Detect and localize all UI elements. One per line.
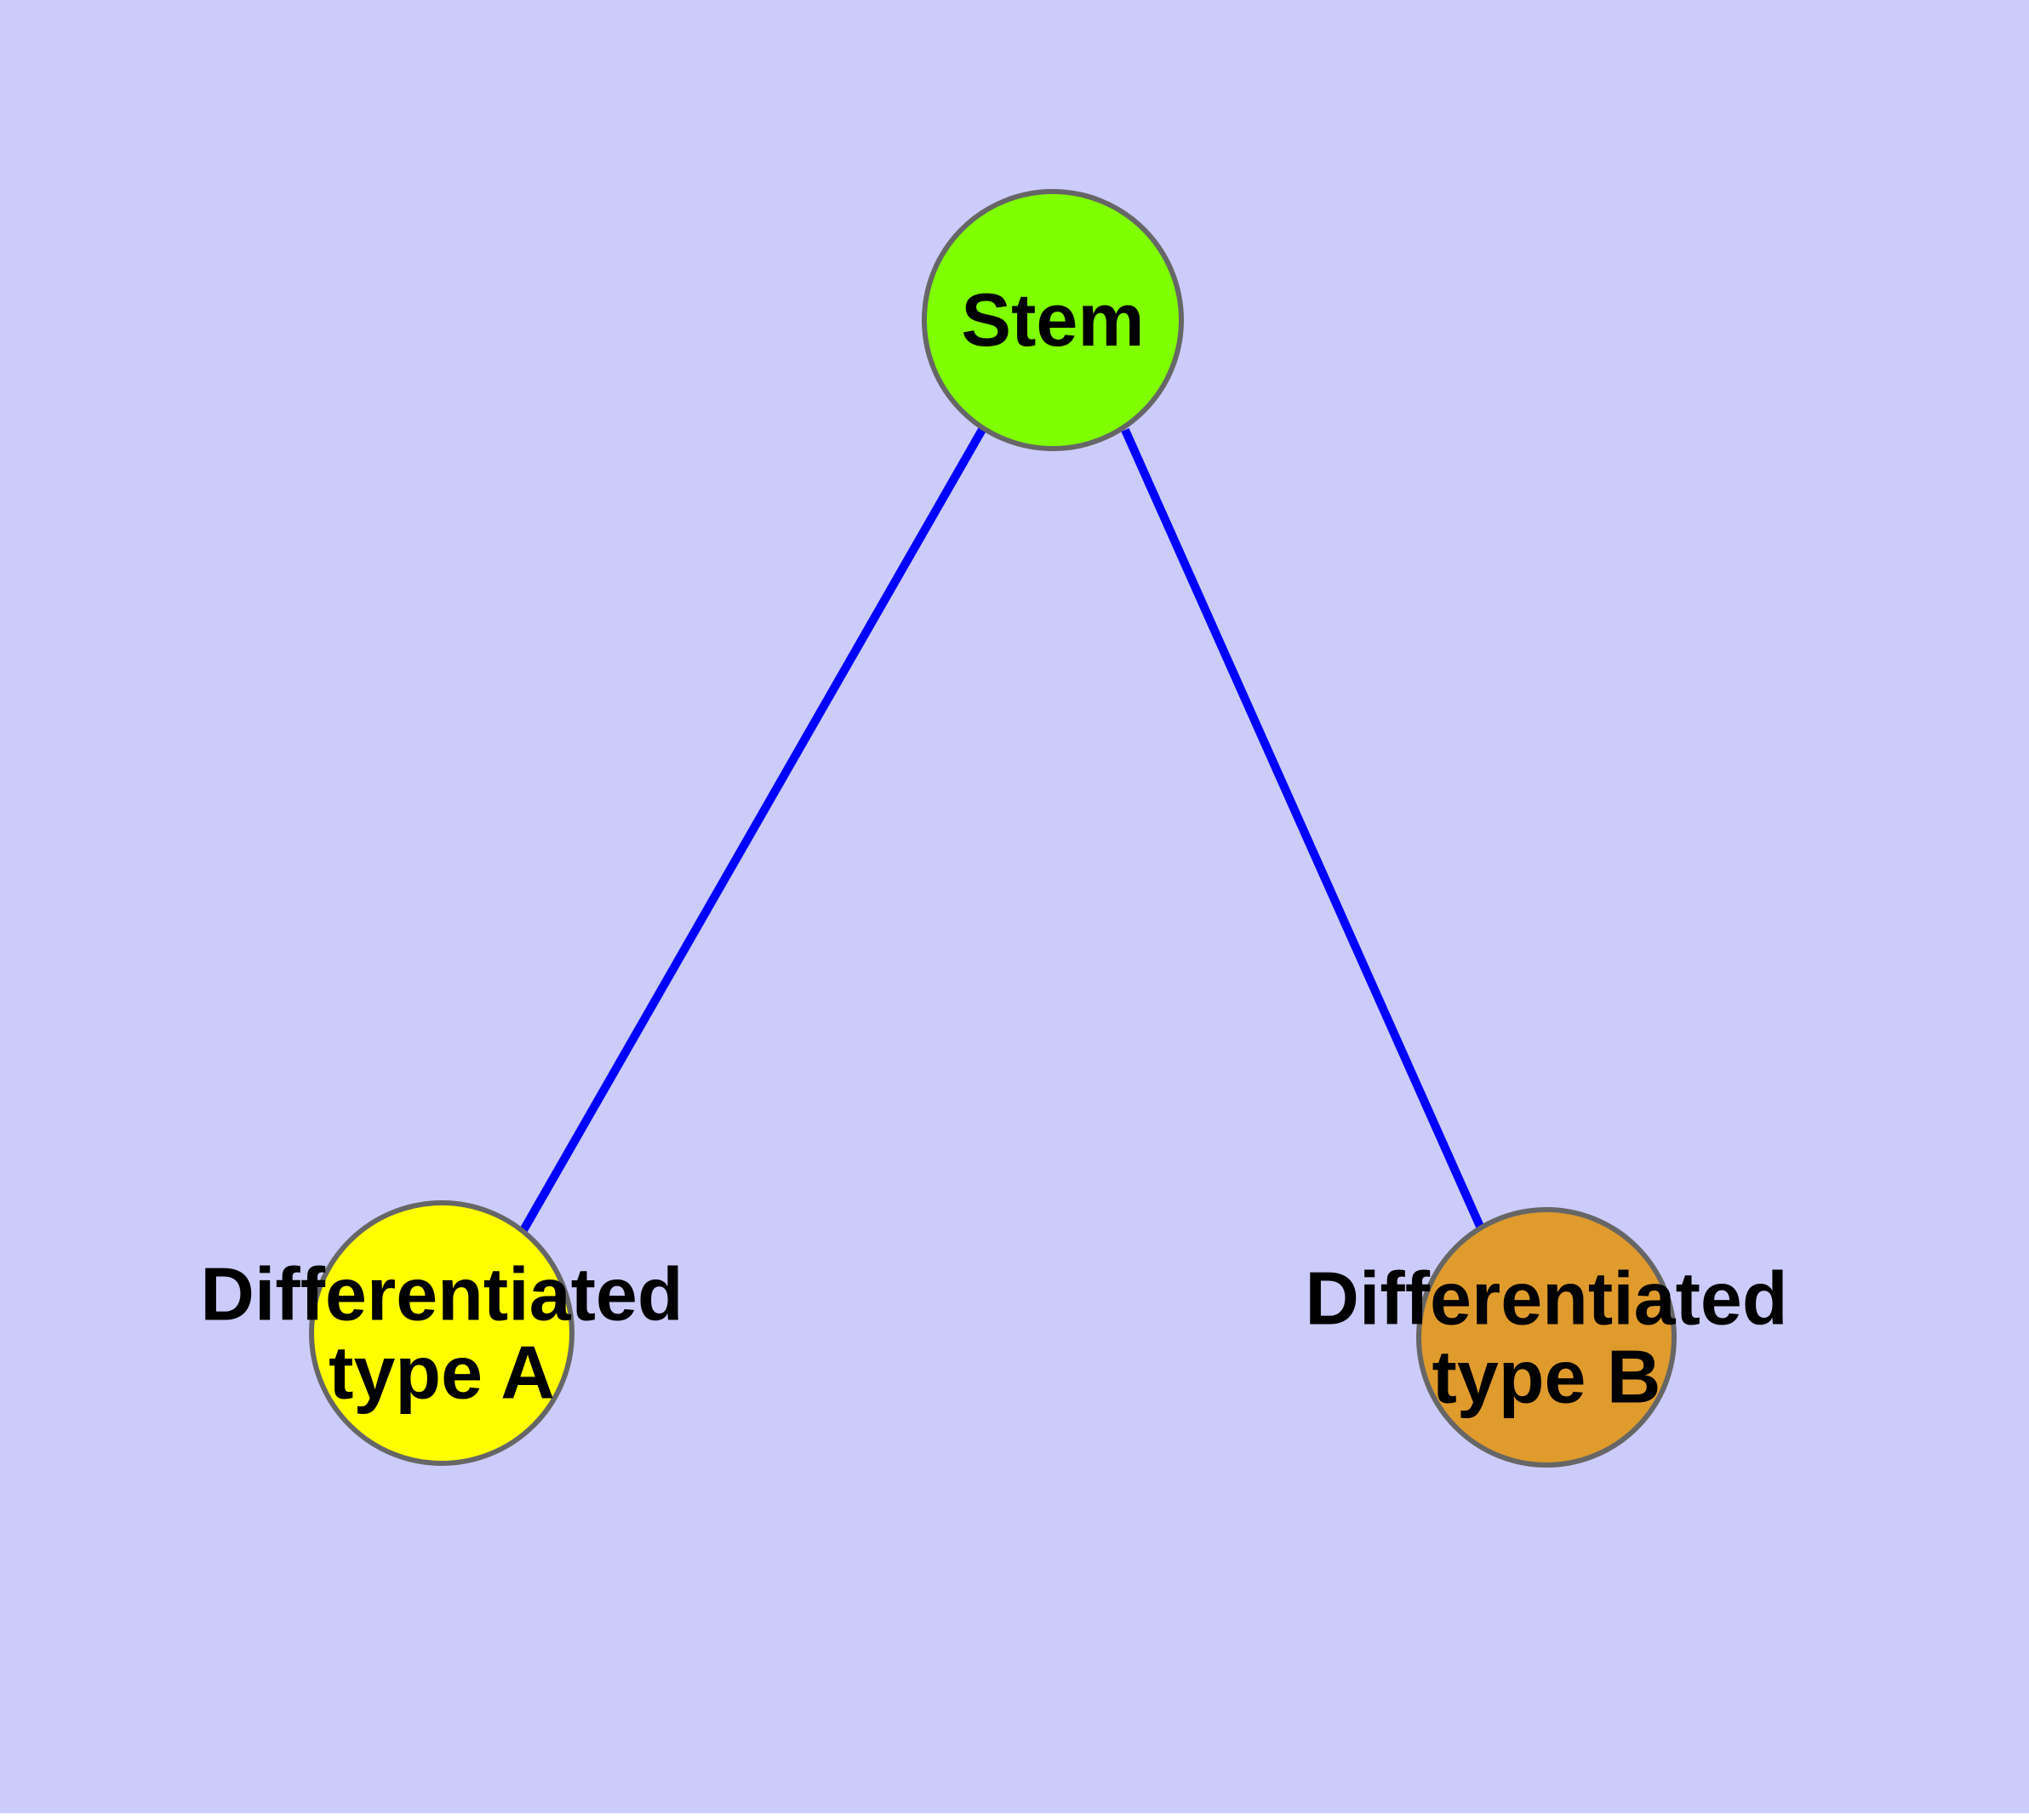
graph-node-stem[interactable] [922, 189, 1184, 451]
graph-edge [1121, 427, 1485, 1231]
graph-node-diff_a[interactable] [309, 1200, 574, 1466]
graph-node-diff_b[interactable] [1416, 1207, 1677, 1468]
nodes-group [309, 189, 1677, 1468]
edges-group [518, 426, 1485, 1234]
graph-edge [518, 426, 987, 1234]
